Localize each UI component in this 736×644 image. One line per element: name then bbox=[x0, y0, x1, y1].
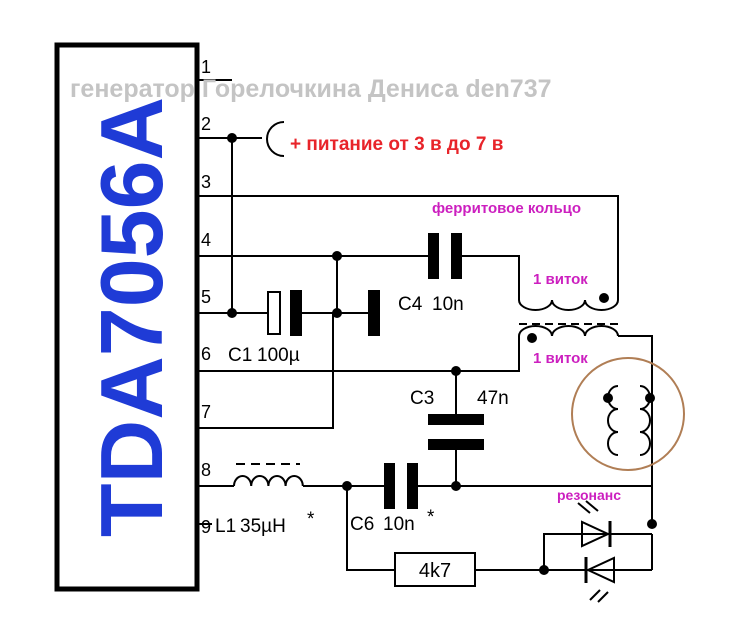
chip-body bbox=[54, 42, 200, 592]
supply-label: + питание от 3 в до 7 в bbox=[290, 134, 503, 155]
c4-value: 10n bbox=[432, 294, 464, 315]
c6-label: C6 bbox=[350, 514, 374, 535]
coil-bottom bbox=[518, 325, 619, 343]
junction-dot bbox=[451, 481, 461, 491]
coil-top bbox=[518, 293, 619, 325]
resistor-label: 4k7 bbox=[419, 560, 451, 582]
pin-1-label: 1 bbox=[201, 57, 211, 77]
l1-label: L1 bbox=[215, 516, 236, 537]
led-top bbox=[577, 500, 612, 548]
pin-8-label: 8 bbox=[201, 460, 211, 480]
watermark-text: генератор Горелочкина Дениса den737 bbox=[70, 75, 552, 103]
c6-value: 10n bbox=[383, 514, 415, 535]
pin-3-label: 3 bbox=[201, 172, 211, 192]
led-bottom bbox=[584, 556, 615, 603]
capacitor-c4 bbox=[368, 290, 380, 336]
capacitor-c4-series bbox=[428, 233, 462, 279]
capacitor-c1 bbox=[267, 290, 302, 336]
junction-dot bbox=[451, 366, 461, 376]
junction-dot bbox=[647, 519, 657, 529]
c1-value: 100µ bbox=[257, 345, 300, 366]
turn-bottom-label: 1 виток bbox=[533, 350, 588, 367]
ferrite-ring bbox=[571, 357, 685, 471]
pin-4-label: 4 bbox=[201, 230, 211, 250]
pin-labels: 1 2 3 4 5 6 7 8 9 bbox=[201, 57, 211, 537]
pin-5-label: 5 bbox=[201, 287, 211, 307]
chip-name: TDA7056A bbox=[82, 97, 181, 537]
junction-dot bbox=[332, 308, 342, 318]
resistor-4k7 bbox=[394, 552, 476, 587]
pin-2-label: 2 bbox=[201, 114, 211, 134]
c3-label: C3 bbox=[410, 388, 434, 409]
junction-dot bbox=[332, 251, 342, 261]
c6-mark: * bbox=[427, 507, 435, 528]
junction-dot bbox=[227, 308, 237, 318]
capacitor-c6 bbox=[384, 463, 418, 509]
resonance-label: резонанс bbox=[557, 487, 621, 503]
l1-mark: * bbox=[307, 509, 315, 530]
pin-9-label: 9 bbox=[201, 517, 211, 537]
pin-6-label: 6 bbox=[201, 344, 211, 364]
junction-dot bbox=[227, 133, 237, 143]
capacitor-c3 bbox=[428, 414, 484, 450]
c3-value: 47n bbox=[477, 388, 509, 409]
junction-dots bbox=[227, 133, 657, 575]
inductor-l1 bbox=[233, 463, 304, 487]
pin-7-label: 7 bbox=[201, 402, 211, 422]
junction-dot bbox=[539, 565, 549, 575]
c1-label: C1 bbox=[228, 345, 252, 366]
junction-dot bbox=[342, 481, 352, 491]
c4-label: C4 bbox=[398, 294, 423, 315]
supply-jack bbox=[266, 121, 285, 157]
turn-top-label: 1 виток bbox=[533, 271, 588, 288]
l1-value: 35µH bbox=[240, 516, 286, 537]
ferrite-label: ферритовое кольцо bbox=[432, 200, 581, 217]
